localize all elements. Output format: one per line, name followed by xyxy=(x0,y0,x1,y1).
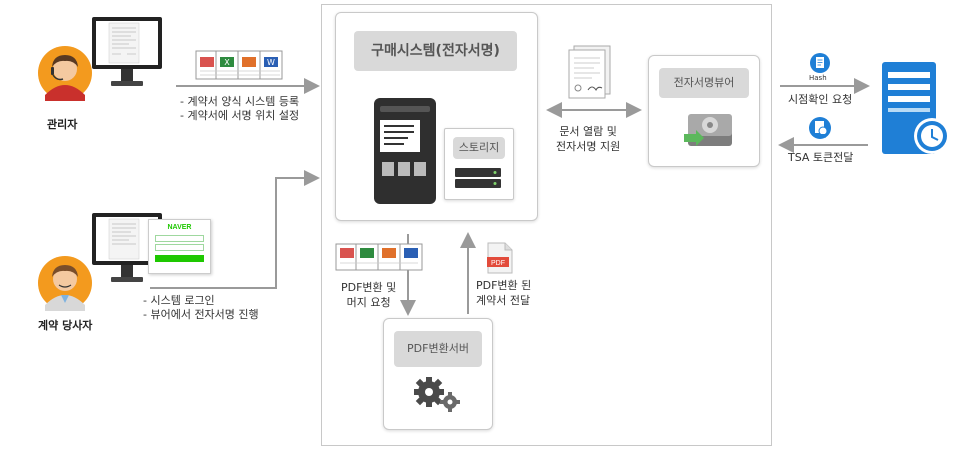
party-arrow xyxy=(150,170,320,289)
storage-drive-icon xyxy=(455,168,501,188)
viewer-box: 전자서명뷰어 xyxy=(648,55,760,167)
pdf-server-title: PDF변환서버 xyxy=(394,331,482,367)
viewer-title: 전자서명뷰어 xyxy=(659,68,749,98)
party-steps: - 시스템 로그인 - 뷰어에서 전자서명 진행 xyxy=(143,294,259,322)
token-badge-icon xyxy=(809,117,831,139)
party-monitor-icon xyxy=(92,213,162,282)
admin-step: - 계약서에 서명 위치 설정 xyxy=(180,109,300,122)
server-tower-icon xyxy=(374,98,436,204)
signed-document-icon xyxy=(568,45,611,99)
hash-label: Hash xyxy=(809,74,827,82)
viewer-link-line: 문서 열람 및 xyxy=(559,125,617,138)
tsa-request-label: 시점확인 요청 xyxy=(788,93,853,106)
pdf-delivery-line: PDF변환 된 xyxy=(476,279,532,292)
admin-step: - 계약서 양식 시스템 등록 xyxy=(180,95,300,108)
disk-drive-icon xyxy=(684,114,732,146)
party-step: - 시스템 로그인 xyxy=(143,294,215,307)
main-system-title: 구매시스템(전자서명) xyxy=(354,31,517,71)
party-label: 계약 당사자 xyxy=(38,319,93,332)
document-format-icons: X W xyxy=(195,50,283,80)
tsa-server-icon xyxy=(882,62,950,154)
pdf-delivery-line: 계약서 전달 xyxy=(476,294,531,307)
pdf-format-icons xyxy=(335,243,423,271)
pdf-delivery-label: PDF변환 된 계약서 전달 xyxy=(476,278,531,308)
tsa-response-label: TSA 토큰전달 xyxy=(788,151,854,164)
storage-box: 스토리지 xyxy=(444,128,514,200)
gears-icon xyxy=(414,377,460,412)
party-avatar-icon xyxy=(38,256,92,311)
storage-label: 스토리지 xyxy=(453,137,505,159)
viewer-link-line: 전자서명 지원 xyxy=(556,140,621,153)
pdf-badge: PDF xyxy=(491,260,505,267)
party-step: - 뷰어에서 전자서명 진행 xyxy=(143,308,259,321)
pdf-request-label: PDF변환 및 머지 요청 xyxy=(341,280,396,310)
admin-monitor-icon xyxy=(92,17,162,86)
word-letter: W xyxy=(267,58,275,67)
hash-badge-icon xyxy=(810,53,830,73)
naver-login-screen: NAVER xyxy=(148,219,211,274)
pdf-file-icon: PDF xyxy=(487,242,513,274)
excel-letter: X xyxy=(224,58,230,67)
naver-logo: NAVER xyxy=(167,224,192,231)
main-system-box: 구매시스템(전자서명) xyxy=(335,12,538,221)
pdf-request-line: PDF변환 및 xyxy=(341,281,397,294)
viewer-link-label: 문서 열람 및 전자서명 지원 xyxy=(556,124,620,154)
admin-label: 관리자 xyxy=(47,118,78,131)
pdf-request-line: 머지 요청 xyxy=(346,296,391,309)
admin-avatar-icon xyxy=(38,46,92,101)
pdf-server-box: PDF변환서버 xyxy=(383,318,493,430)
admin-steps: - 계약서 양식 시스템 등록 - 계약서에 서명 위치 설정 xyxy=(180,95,299,123)
